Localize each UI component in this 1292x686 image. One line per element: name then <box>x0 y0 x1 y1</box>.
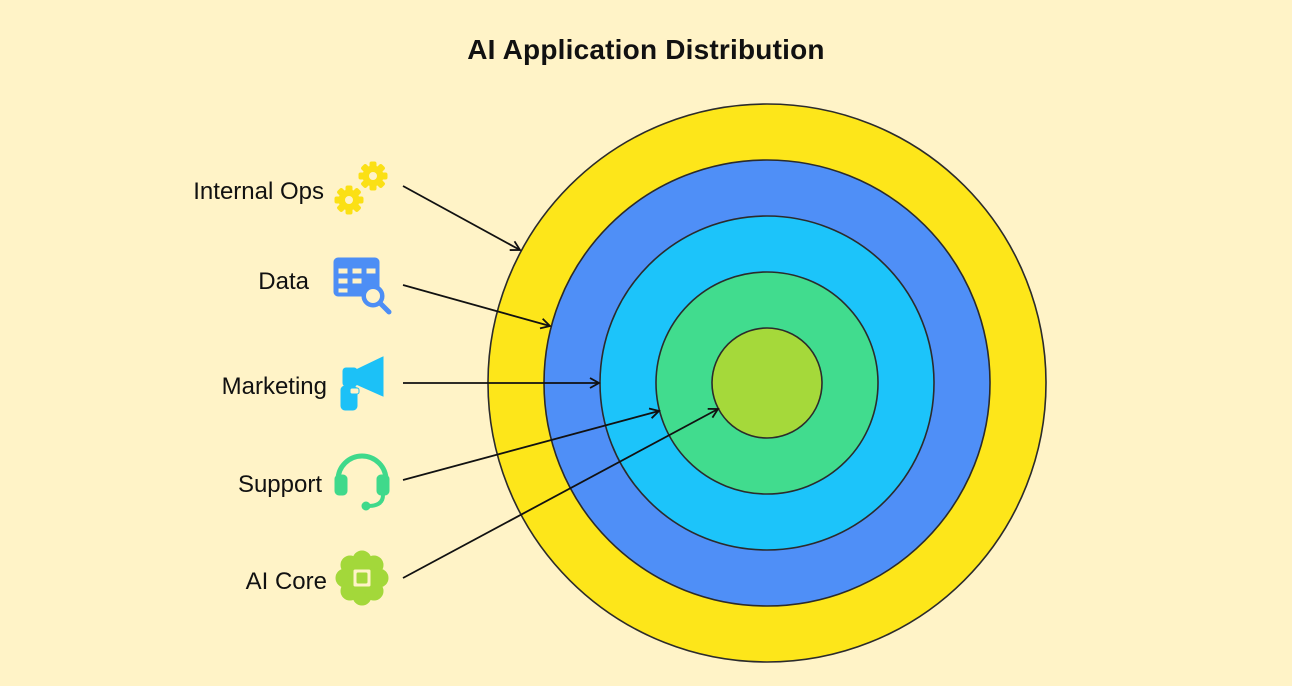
headset-icon <box>334 453 390 511</box>
arrow-support <box>402 407 661 481</box>
label-marketing: Marketing <box>221 373 327 400</box>
label-internal-ops: Internal Ops <box>193 178 324 205</box>
diagram-title: AI Application Distribution <box>467 34 825 65</box>
label-support: Support <box>237 471 322 498</box>
table-search-icon <box>333 257 392 315</box>
arrow-data <box>402 284 552 330</box>
ring-ai-core <box>711 327 823 439</box>
label-ai-core: AI Core <box>245 568 327 595</box>
arrow-internal-ops <box>402 185 522 251</box>
gears-icon <box>334 161 388 215</box>
brain-chip-icon <box>335 550 389 606</box>
megaphone-icon <box>340 356 384 411</box>
arrow-ai-core <box>402 407 720 579</box>
label-data: Data <box>258 268 309 295</box>
